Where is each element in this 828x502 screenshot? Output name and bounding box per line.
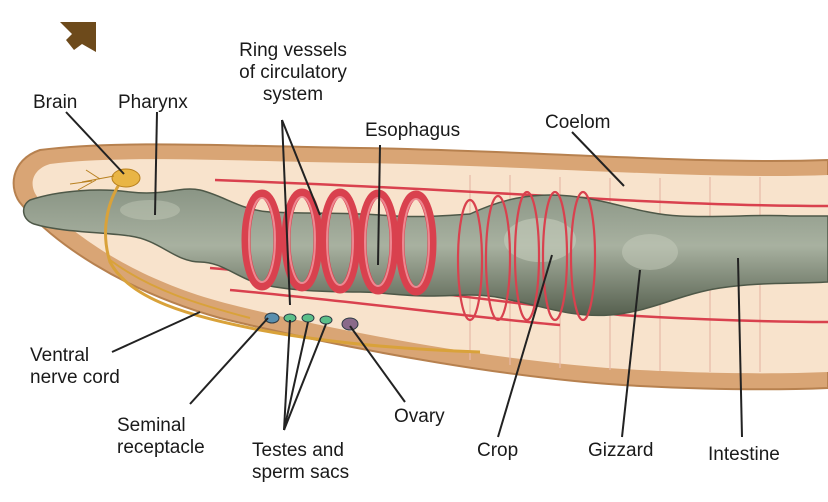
label-ring-vessels: Ring vessels of circulatory system <box>239 40 347 105</box>
label-esophagus: Esophagus <box>365 120 461 141</box>
crop-rings <box>456 190 597 322</box>
label-brain: Brain <box>33 92 78 113</box>
nervous-system <box>69 168 481 354</box>
label-ovary: Ovary <box>394 406 445 427</box>
label-gizzard: Gizzard <box>588 440 654 461</box>
leader-lines <box>65 111 743 438</box>
label-intestine: Intestine <box>708 444 780 465</box>
label-coelom: Coelom <box>545 112 611 133</box>
arrow-down-right-icon <box>60 22 96 52</box>
label-pharynx: Pharynx <box>118 92 188 113</box>
ring-vessels <box>241 188 437 296</box>
label-crop: Crop <box>477 440 519 461</box>
label-seminal-receptacle: Seminal receptacle <box>117 415 205 458</box>
label-ventral-nerve-cord: Ventral nerve cord <box>30 345 120 388</box>
label-testes-and-sperm-sacs: Testes and sperm sacs <box>252 440 350 483</box>
